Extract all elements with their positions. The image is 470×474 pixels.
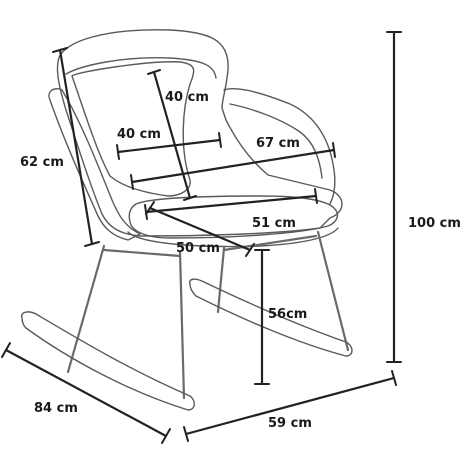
dim-tick-arm-width-right — [332, 142, 336, 158]
leg-crossbar-right — [222, 234, 318, 252]
front-left-leg — [66, 244, 106, 374]
chair-illustration — [21, 29, 353, 411]
label-total-height: 100 cm — [408, 216, 461, 231]
dim-line-arm-width — [130, 148, 336, 184]
dimension-lines — [1, 30, 402, 444]
dim-tick-seat-width-right — [314, 188, 318, 204]
label-seat-depth: 50 cm — [176, 241, 220, 256]
label-seat-height: 56cm — [268, 307, 307, 322]
dim-tick-backrest-height-top — [52, 47, 68, 53]
leg-crossbar-left — [102, 248, 182, 258]
dim-tick-arm-width-left — [130, 174, 134, 190]
label-total-width: 59 cm — [268, 416, 312, 431]
label-backrest-height: 62 cm — [20, 155, 64, 170]
label-seat-width-inner: 40 cm — [117, 127, 161, 142]
dim-line-back-depth — [152, 70, 192, 200]
backrest-shell — [56, 29, 343, 237]
dim-line-total-width — [184, 376, 396, 436]
label-arm-width: 67 cm — [256, 136, 300, 151]
dim-line-seat-width-inner — [116, 138, 222, 154]
dim-line-backrest-height — [58, 48, 94, 246]
right-armrest-inner — [229, 103, 323, 179]
dim-line-seat-depth — [148, 206, 252, 252]
back-cushion — [71, 61, 195, 197]
dimension-labels: 40 cm 40 cm 67 cm 62 cm 51 cm 50 cm 56cm… — [20, 90, 461, 431]
left-armrest — [48, 88, 141, 241]
dim-tick-total-depth-left — [1, 342, 11, 358]
dim-tick-total-width-right — [391, 370, 397, 386]
dim-tick-seat-depth-end — [245, 243, 255, 257]
back-right-leg — [316, 230, 350, 352]
label-seat-width: 51 cm — [252, 216, 296, 231]
dim-tick-seat-width-inner-left — [116, 144, 120, 160]
dim-line-seat-width — [144, 194, 318, 214]
dim-tick-seat-width-left — [144, 204, 148, 220]
dim-tick-back-depth-top — [147, 69, 161, 75]
dim-tick-total-depth-right — [161, 428, 171, 444]
right-rocker — [189, 278, 353, 357]
back-left-leg — [216, 246, 226, 314]
right-armrest — [223, 88, 336, 205]
dim-tick-back-depth-bottom — [183, 195, 197, 201]
left-rocker — [21, 311, 195, 411]
label-total-depth: 84 cm — [34, 401, 78, 416]
backrest-inner — [65, 57, 217, 79]
seat-cushion — [128, 195, 339, 239]
dim-tick-total-width-left — [183, 426, 189, 442]
front-right-leg — [178, 250, 186, 400]
dim-tick-backrest-height-bottom — [84, 241, 100, 247]
label-back-depth: 40 cm — [165, 90, 209, 105]
dim-tick-seat-depth-start — [145, 201, 155, 215]
dim-tick-seat-width-inner-right — [218, 132, 222, 148]
seat-base — [127, 227, 339, 248]
dim-line-total-depth — [4, 348, 168, 438]
